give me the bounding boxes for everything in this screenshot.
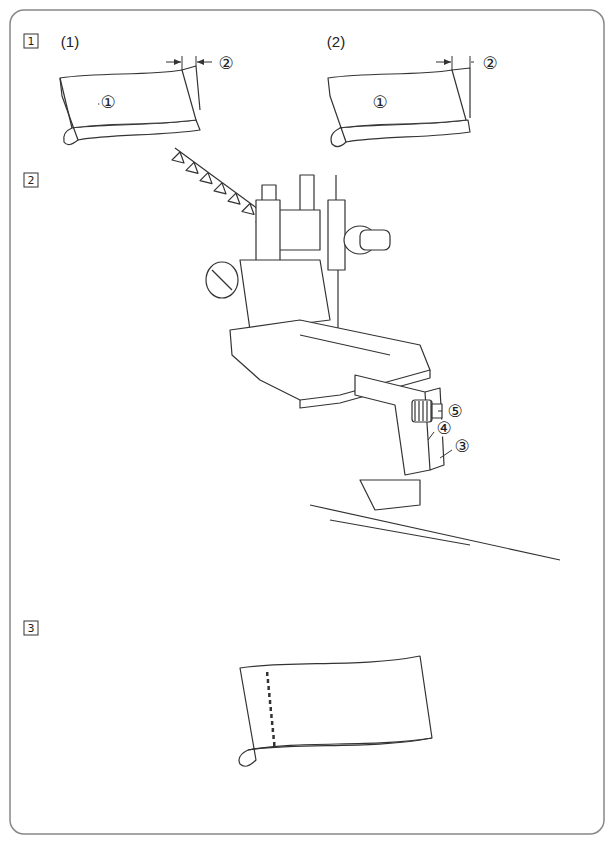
step-number: 2: [24, 173, 39, 188]
stitch-dots: [266, 672, 276, 746]
finished-hem: [239, 656, 432, 766]
page-frame: [10, 10, 604, 834]
callout-number: ①: [371, 94, 388, 111]
figure-number: (2): [327, 34, 345, 49]
callout-number: ③: [453, 438, 470, 455]
callout-number: ②: [481, 55, 498, 72]
folded-fabric-2: [328, 68, 470, 147]
figure-number: (1): [61, 34, 79, 49]
folded-fabric-1: [60, 66, 200, 145]
dimension-marks: [98, 56, 474, 104]
callout-number: ⑤: [446, 403, 463, 420]
callout-number: ②: [217, 55, 234, 72]
callout-number: ④: [435, 420, 452, 437]
blind-hem-foot: [172, 148, 560, 560]
callout-number: ①: [99, 94, 116, 111]
step-number: 1: [24, 34, 39, 49]
step-number: 3: [24, 621, 39, 636]
